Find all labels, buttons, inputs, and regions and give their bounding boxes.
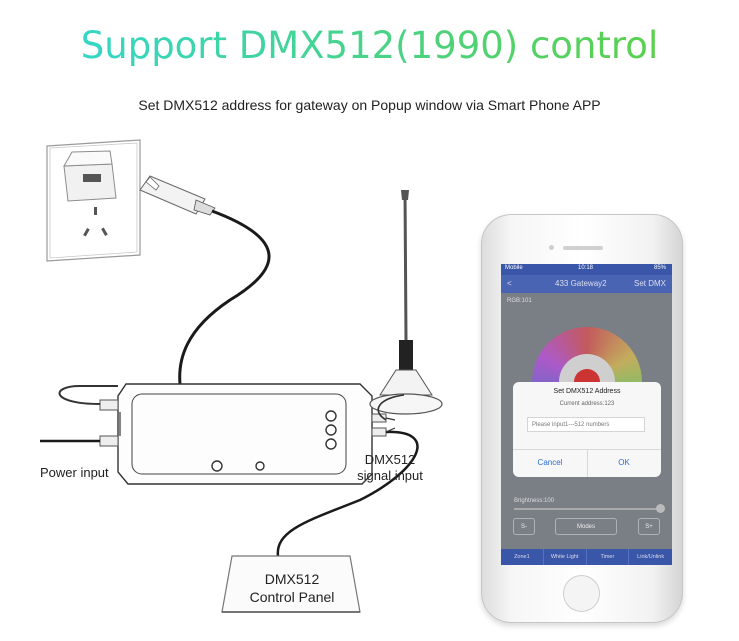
brightness-slider[interactable] (514, 508, 660, 510)
dialog-button-divider (587, 449, 588, 477)
control-panel-label-line1: DMX512 (264, 571, 320, 587)
subheadline: Set DMX512 address for gateway on Popup … (138, 97, 601, 113)
dmx-signal-label-line2: signal input (357, 468, 423, 483)
dmx-cable (276, 430, 419, 557)
speed-plus-button[interactable]: S+ (638, 518, 660, 535)
control-panel-icon (221, 555, 361, 613)
back-button[interactable]: < (507, 279, 512, 288)
cancel-button[interactable]: Cancel (537, 458, 563, 467)
usb-cable (178, 209, 271, 385)
dmx-address-dialog: Set DMX512 Address Current address:123 P… (513, 382, 661, 477)
controller-box-icon (58, 383, 387, 485)
wall-socket-icon (46, 139, 141, 262)
tab-white-light[interactable]: White Light (544, 549, 587, 565)
headline-text: Support DMX512(1990) control (80, 24, 659, 67)
tab-timer[interactable]: Timer (587, 549, 630, 565)
control-panel-label-line2: Control Panel (249, 589, 335, 605)
tab-bar: Zone1 White Light Timer Link/Unlink (501, 549, 672, 565)
headline: Support DMX512(1990) control (0, 24, 739, 67)
power-input-label: Power input (40, 465, 109, 480)
phone-screen: Mobile 10:18 85% < 433 Gateway2 Set DMX … (501, 264, 672, 565)
brightness-label: Brightness:100 (514, 498, 555, 504)
status-bar: Mobile 10:18 85% (501, 264, 672, 275)
control-panel-label: DMX512 Control Panel (232, 570, 352, 606)
modes-button[interactable]: Modes (555, 518, 617, 535)
battery-text: 85% (653, 265, 666, 271)
address-input[interactable]: Please input1---512 numbers (527, 417, 645, 432)
usb-connector-icon (139, 175, 216, 216)
dmx-signal-label: DMX512 signal input (350, 452, 430, 484)
rgb-label: RGB:101 (507, 298, 532, 304)
nav-bar: < 433 Gateway2 Set DMX (501, 275, 672, 293)
carrier-text: Mobile (505, 265, 523, 271)
ok-button[interactable]: OK (618, 458, 630, 467)
smartphone: Mobile 10:18 85% < 433 Gateway2 Set DMX … (481, 214, 683, 623)
dmx-signal-label-line1: DMX512 (364, 452, 416, 467)
speaker-icon (563, 246, 603, 250)
slider-knob[interactable] (656, 504, 665, 513)
tab-link-unlink[interactable]: Link/Unlink (637, 554, 665, 560)
time-text: 10:18 (578, 265, 594, 271)
current-address: Current address:123 (559, 401, 615, 407)
antenna-icon (369, 189, 443, 421)
dialog-title: Set DMX512 Address (553, 388, 621, 395)
nav-title: 433 Gateway2 (555, 279, 607, 288)
set-dmx-button[interactable]: Set DMX (633, 279, 666, 288)
camera-icon (549, 245, 554, 250)
home-button[interactable] (563, 575, 600, 612)
tab-zone1[interactable]: Zone1 (501, 549, 544, 565)
speed-minus-button[interactable]: S- (513, 518, 535, 535)
